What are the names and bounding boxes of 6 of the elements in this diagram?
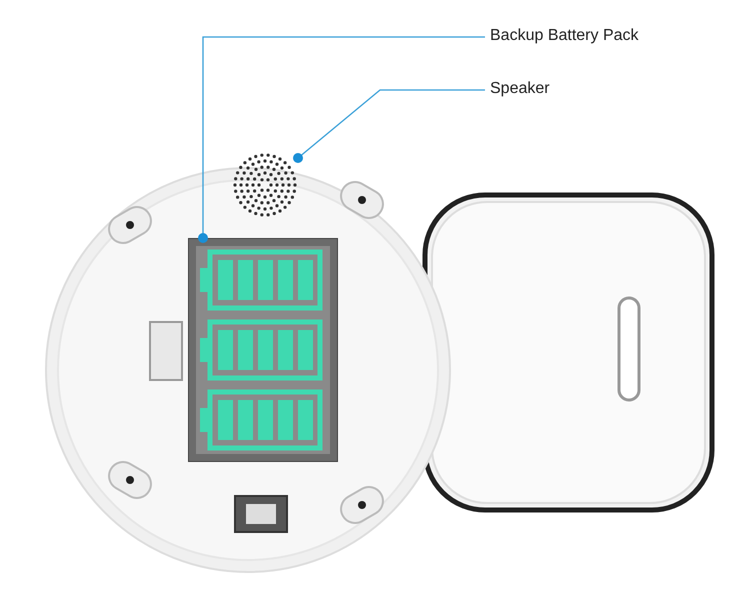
callout-label: Backup Battery Pack: [490, 27, 639, 45]
leader-line: [198, 36, 485, 243]
leader-line: [293, 89, 485, 163]
callout-label: Speaker: [490, 80, 550, 98]
battery-compartment: [188, 238, 338, 462]
speaker-grille: [232, 152, 298, 218]
